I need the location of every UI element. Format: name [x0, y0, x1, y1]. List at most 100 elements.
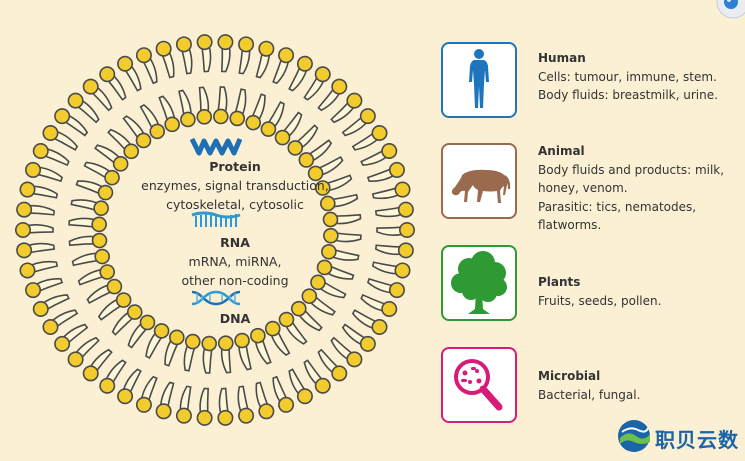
animal-text: Animal Body fluids and products: milk, h… — [538, 142, 743, 235]
lipid-head — [371, 319, 388, 336]
horse-icon — [451, 169, 511, 203]
lipid-head — [394, 181, 411, 198]
lipid-head — [93, 200, 109, 217]
lipid-head — [274, 129, 291, 146]
lipid-head — [32, 301, 49, 318]
lipid-head — [359, 108, 376, 125]
watermark-logo-icon — [618, 420, 650, 452]
lipid-head — [238, 407, 255, 424]
lipid-head — [91, 216, 107, 233]
dna-icon — [191, 290, 241, 306]
watermark-text: 职贝云数 — [655, 428, 739, 452]
animal-card — [441, 143, 517, 219]
lipid-head — [135, 396, 152, 413]
lipid-head — [67, 351, 84, 368]
lipid-head — [99, 66, 116, 83]
lipid-head — [298, 152, 315, 168]
plants-card — [441, 245, 517, 321]
animal-title: Animal — [538, 144, 585, 158]
lipid-head — [250, 327, 266, 344]
protein-icon — [190, 137, 242, 156]
lipid-head — [314, 377, 331, 394]
lipid-head — [323, 227, 339, 244]
lipid-head — [296, 388, 313, 405]
lipid-head — [301, 288, 318, 304]
lipid-head — [307, 165, 324, 182]
lipid-head — [196, 409, 213, 426]
lipid-head — [67, 92, 84, 109]
lipid-head — [168, 329, 185, 346]
lipid-head — [104, 169, 120, 186]
human-silhouette-icon — [469, 49, 489, 108]
lipid-head — [126, 304, 143, 320]
lipid-head — [217, 335, 234, 351]
lipid-head — [290, 300, 307, 317]
lipid-head — [196, 109, 213, 125]
lipid-head — [25, 282, 42, 299]
lipid-head — [296, 55, 313, 72]
lipid-head — [115, 292, 132, 308]
lipid-head — [258, 403, 275, 420]
lipid-head — [97, 184, 114, 201]
lipid-head — [287, 140, 304, 156]
lipid-head — [153, 323, 170, 339]
lipid-head — [135, 47, 152, 64]
rna-title: RNA — [220, 235, 250, 250]
lipid-head — [371, 124, 388, 141]
lipid-head — [310, 274, 326, 291]
lipid-head — [319, 195, 336, 212]
lipid-head — [394, 262, 411, 279]
lipid-head — [42, 319, 59, 336]
lipid-head — [212, 108, 229, 125]
lipid-head — [15, 222, 31, 239]
lipid-head — [175, 407, 192, 424]
corner-badge-icon[interactable] — [711, 0, 745, 22]
microbial-card — [441, 347, 517, 423]
lipid-head — [238, 36, 255, 53]
human-card — [441, 42, 517, 118]
microbial-text: Microbial Bacterial, fungal. — [538, 367, 743, 404]
lipid-head — [19, 262, 36, 279]
lipid-head — [359, 335, 376, 352]
lipid-head — [117, 388, 134, 405]
rna-icon — [191, 211, 241, 227]
lipid-head — [388, 161, 405, 178]
lipid-head — [54, 108, 71, 125]
lipid-head — [82, 365, 99, 382]
lipid-head — [112, 156, 129, 172]
lipid-head — [91, 232, 108, 249]
plants-desc: Fruits, seeds, pollen. — [538, 293, 662, 308]
animal-desc: Body fluids and products: milk, honey, v… — [538, 162, 725, 233]
lipid-head — [19, 181, 36, 198]
lipid-head — [388, 282, 405, 299]
lipid-head — [397, 242, 414, 259]
lipid-head — [123, 143, 140, 160]
lipid-head — [321, 243, 337, 260]
lipid-head — [278, 311, 295, 328]
lipid-head — [346, 92, 363, 109]
lipid-head — [201, 335, 218, 352]
lipid-head — [16, 242, 33, 259]
dna-title: DNA — [219, 311, 251, 326]
tree-icon — [451, 251, 507, 314]
plants-title: Plants — [538, 275, 581, 289]
lipid-head — [155, 40, 172, 57]
lipid-head — [149, 123, 166, 140]
lipid-head — [117, 55, 134, 72]
lipid-head — [175, 36, 192, 53]
lipid-head — [155, 403, 172, 420]
plants-text: Plants Fruits, seeds, pollen. — [538, 273, 743, 310]
lipid-head — [322, 211, 339, 228]
human-desc: Cells: tumour, immune, stem. Body fluids… — [538, 69, 718, 103]
microbial-title: Microbial — [538, 369, 601, 383]
lipid-head — [99, 377, 116, 394]
lipid-head — [94, 248, 111, 265]
lipid-head — [314, 66, 331, 83]
lipid-head — [42, 124, 59, 141]
human-title: Human — [538, 51, 586, 65]
lipid-head — [278, 396, 295, 413]
lipid-head — [32, 142, 49, 159]
lipid-head — [245, 114, 262, 131]
rna-desc: mRNA, miRNA, other non-coding — [181, 254, 289, 288]
lipid-head — [54, 335, 71, 352]
